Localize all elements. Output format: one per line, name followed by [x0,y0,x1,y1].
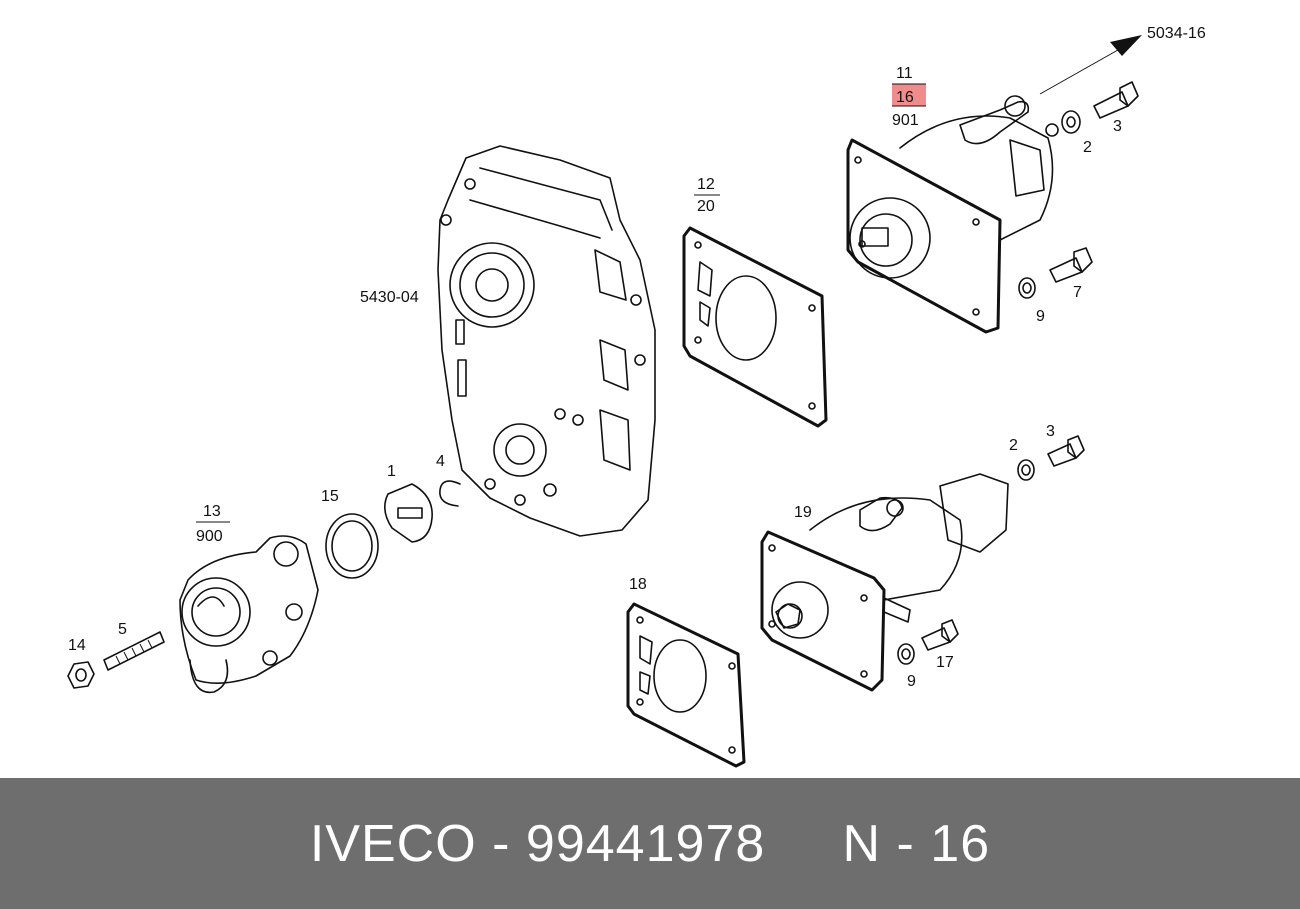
callout-top-3: 901 [892,112,919,129]
nut [67,661,95,689]
caption-text: IVECO - 99441978 N - 16 [310,814,990,874]
sheet-code: N - 16 [842,814,991,873]
callout-housing: 5430-04 [360,289,419,306]
washer-mid [1018,277,1036,299]
callout-plate: 1 [387,463,396,480]
callout-seal: 15 [321,488,339,505]
callout-circlip: 4 [436,453,445,470]
callout-pump-lower: 19 [794,504,812,521]
part-number: 99441978 [525,814,766,873]
transmission-housing [437,145,656,537]
callout-washer-lower-right: 2 [1009,437,1018,454]
caption-bar: IVECO - 99441978 N - 16 [0,778,1300,909]
callout-top-highlighted: 16 [896,89,914,106]
callout-washer-upper: 2 [1083,139,1092,156]
callout-bolt-lower-right: 3 [1046,423,1055,440]
callout-left-2: 900 [196,528,223,545]
callout-gasket-lower: 18 [629,576,647,593]
gasket-lower [626,602,746,768]
reference-arrow [1039,35,1142,95]
callout-washer-bottom: 9 [907,673,916,690]
stud [103,631,165,671]
bolt-lower-right [1047,435,1085,467]
exploded-parts-diagram: 5034-16 11 16 901 2 3 9 7 [67,25,1206,768]
bolt-upper [1093,81,1139,119]
callout-stud: 5 [118,621,127,638]
highlight-box [892,84,926,106]
plate [384,483,433,543]
callout-left-1: 13 [203,503,221,520]
bolt-bottom [921,619,959,651]
circlip [439,480,461,507]
washer-bottom [897,643,915,665]
upper-pump [846,95,1059,334]
callout-bolt-bottom: 17 [936,654,954,671]
gasket-upper [682,226,828,428]
brand-name: IVECO [309,814,477,873]
washer-upper [1061,110,1081,134]
callout-top-1: 11 [896,65,913,82]
callout-bolt-mid: 7 [1073,284,1082,301]
washer-lower-right [1017,459,1035,481]
bolt-mid [1049,247,1093,283]
callout-ref-arrow: 5034-16 [1147,25,1206,42]
callout-gasket-upper-1: 12 [697,176,715,193]
lower-pump [760,473,1009,692]
callout-bolt-upper: 3 [1113,118,1122,135]
seal-ring [325,513,379,579]
separator: - [492,814,511,873]
left-pump [179,535,319,694]
callout-washer-mid: 9 [1036,308,1045,325]
callout-gasket-upper-2: 20 [697,198,715,215]
callout-nut: 14 [68,637,86,654]
